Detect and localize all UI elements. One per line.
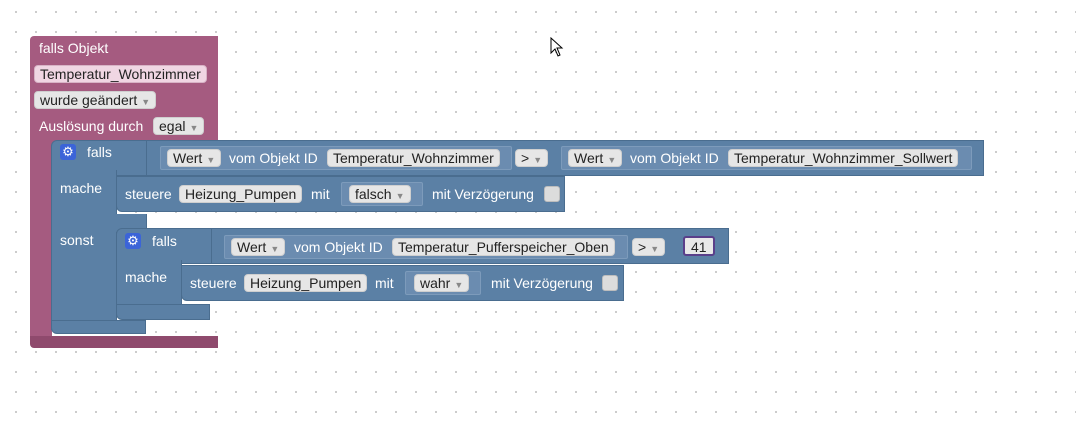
trigger-block-footer xyxy=(30,336,218,348)
if1-sonst-label: sonst xyxy=(60,232,94,248)
chevron-down-icon: ▼ xyxy=(141,97,151,107)
chevron-down-icon: ▼ xyxy=(650,244,660,254)
bool-value-dropdown[interactable]: wahr▼ xyxy=(414,274,470,292)
chevron-down-icon: ▼ xyxy=(533,155,543,165)
object-id-field[interactable]: Temperatur_Pufferspeicher_Oben xyxy=(392,238,615,256)
operator-dropdown[interactable]: >▼ xyxy=(632,238,666,256)
target-object-field[interactable]: Heizung_Pumpen xyxy=(244,274,368,292)
if-block-2-footer xyxy=(116,304,210,320)
object-id-field[interactable]: Temperatur_Wohnzimmer xyxy=(327,149,500,167)
object-id-field[interactable]: Temperatur_Wohnzimmer_Sollwert xyxy=(728,149,959,167)
trigger-by-label: Auslösung durch xyxy=(39,118,144,134)
value-type-dropdown[interactable]: Wert▼ xyxy=(167,149,222,167)
delay-checkbox[interactable] xyxy=(602,275,618,291)
object-id-label: vom Objekt ID xyxy=(294,239,383,255)
chevron-down-icon: ▼ xyxy=(454,280,464,290)
if-block-1-spine xyxy=(51,170,117,330)
gear-icon[interactable]: ⚙ xyxy=(125,233,141,249)
trigger-by-value: egal xyxy=(159,118,186,134)
if2-mache-label: mache xyxy=(125,269,168,285)
target-object-field[interactable]: Heizung_Pumpen xyxy=(179,185,303,203)
delay-label: mit Verzögerung xyxy=(491,275,593,291)
operator-dropdown[interactable]: >▼ xyxy=(515,149,549,167)
chevron-down-icon: ▼ xyxy=(395,191,405,201)
if2-falls-label: falls xyxy=(152,233,177,249)
if-block-1-footer xyxy=(51,320,146,334)
delay-label: mit Verzögerung xyxy=(432,186,534,202)
if-block-1-sonst-bar xyxy=(51,214,147,232)
bool-value: wahr xyxy=(420,275,451,291)
chevron-down-icon: ▼ xyxy=(206,155,216,165)
operator-value: > xyxy=(521,150,530,166)
if1-mache-label: mache xyxy=(60,180,103,196)
delay-checkbox[interactable] xyxy=(544,186,560,202)
bool-value: falsch xyxy=(355,186,392,202)
steuere-label: steuere xyxy=(190,275,237,291)
chevron-down-icon: ▼ xyxy=(607,155,617,165)
steuere-label: steuere xyxy=(125,186,172,202)
trigger-header: falls Objekt xyxy=(39,40,109,56)
number-field[interactable]: 41 xyxy=(683,236,715,256)
chevron-down-icon: ▼ xyxy=(270,244,280,254)
value-type-value: Wert xyxy=(173,150,203,166)
mit-label: mit xyxy=(375,275,394,291)
operator-value: > xyxy=(638,239,647,255)
chevron-down-icon: ▼ xyxy=(189,123,199,133)
object-id-label: vom Objekt ID xyxy=(229,150,318,166)
mit-label: mit xyxy=(311,186,330,202)
gear-icon[interactable]: ⚙ xyxy=(60,144,76,160)
object-id-label: vom Objekt ID xyxy=(630,150,719,166)
bool-value-dropdown[interactable]: falsch▼ xyxy=(349,185,411,203)
value-type-dropdown[interactable]: Wert▼ xyxy=(568,149,623,167)
value-type-dropdown[interactable]: Wert▼ xyxy=(231,238,286,256)
trigger-event-dropdown[interactable]: wurde geändert▼ xyxy=(34,91,157,109)
trigger-event-value: wurde geändert xyxy=(40,92,138,108)
trigger-block-spine xyxy=(30,140,52,340)
if1-falls-label: falls xyxy=(87,144,112,160)
trigger-by-dropdown[interactable]: egal▼ xyxy=(153,117,205,135)
value-type-value: Wert xyxy=(237,239,267,255)
mouse-cursor-icon xyxy=(550,37,564,57)
trigger-object-field[interactable]: Temperatur_Wohnzimmer xyxy=(34,65,207,83)
value-type-value: Wert xyxy=(574,150,604,166)
